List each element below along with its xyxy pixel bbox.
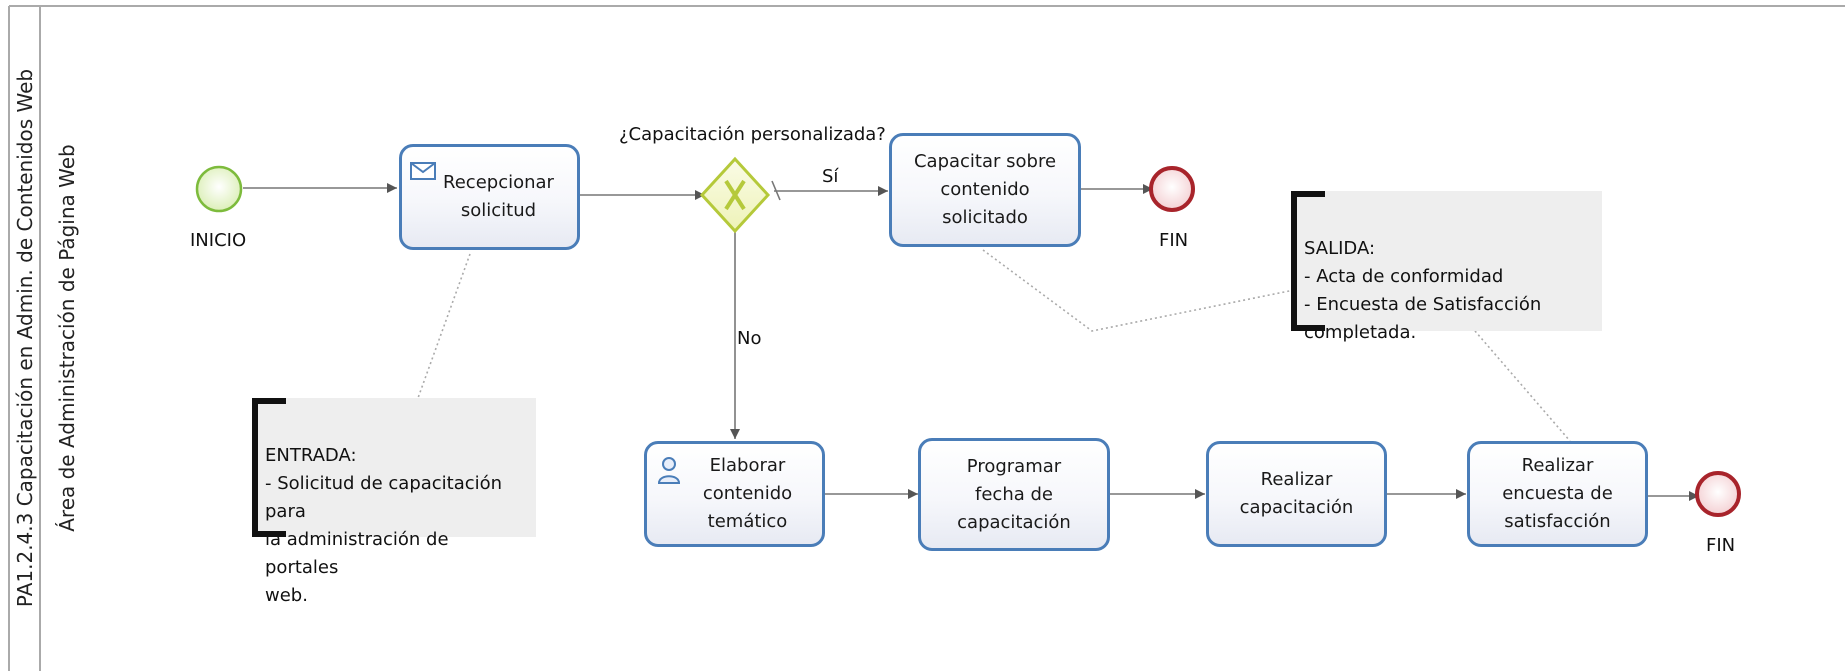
annotation-entrada: ENTRADA: - Solicitud de capacitación par…	[255, 398, 536, 606]
task-label: Programar fecha de capacitación	[957, 455, 1071, 533]
task-label: Elaborar contenido temático	[702, 455, 793, 532]
exclusive-gateway[interactable]	[699, 156, 771, 234]
default-flow-slash	[771, 180, 781, 201]
task-label: Recepcionar solicitud	[443, 172, 554, 221]
start-event-label: INICIO	[190, 230, 247, 251]
task-label: Capacitar sobre contenido solicitado	[913, 151, 1057, 228]
annotation-salida: SALIDA: - Acta de conformidad - Encuesta…	[1294, 191, 1602, 343]
task-elaborar-contenido[interactable]: Elaborar contenido temático	[644, 441, 825, 547]
assoc-capacitar-salida	[982, 249, 1295, 332]
flow-yes-label: Sí	[822, 166, 839, 187]
flow-no-label: No	[737, 328, 762, 349]
task-label: Realizar capacitación	[1239, 469, 1354, 518]
gateway-question: ¿Capacitación personalizada?	[619, 124, 886, 145]
annotation-salida-bracket	[1291, 191, 1325, 331]
end-event-lower[interactable]	[1695, 471, 1741, 517]
task-realizar-encuesta[interactable]: Realizar encuesta de satisfacción	[1467, 441, 1648, 547]
annotation-entrada-bracket	[252, 398, 286, 537]
end-event-upper-label: FIN	[1159, 230, 1189, 251]
task-programar-fecha[interactable]: Programar fecha de capacitación	[918, 438, 1110, 551]
assoc-recepcionar-entrada	[417, 253, 471, 399]
lane-title: Área de Administración de Página Web	[55, 144, 79, 532]
annotation-salida-text: SALIDA: - Acta de conformidad - Encuesta…	[1304, 238, 1542, 343]
pool-title: PA1.2.4.3 Capacitación en Admin. de Cont…	[13, 68, 37, 608]
task-label: Realizar encuesta de satisfacción	[1502, 455, 1613, 532]
envelope-icon	[410, 161, 436, 189]
assoc-encuesta-salida	[1474, 330, 1571, 442]
end-event-upper[interactable]	[1149, 166, 1195, 212]
exclusive-x-icon	[724, 179, 746, 211]
task-capacitar-contenido[interactable]: Capacitar sobre contenido solicitado	[889, 133, 1081, 247]
end-event-lower-label: FIN	[1706, 535, 1736, 556]
task-recepcionar-solicitud[interactable]: Recepcionar solicitud	[399, 144, 580, 250]
task-realizar-capacitacion[interactable]: Realizar capacitación	[1206, 441, 1387, 547]
start-event[interactable]	[195, 165, 243, 213]
user-icon	[657, 456, 681, 493]
